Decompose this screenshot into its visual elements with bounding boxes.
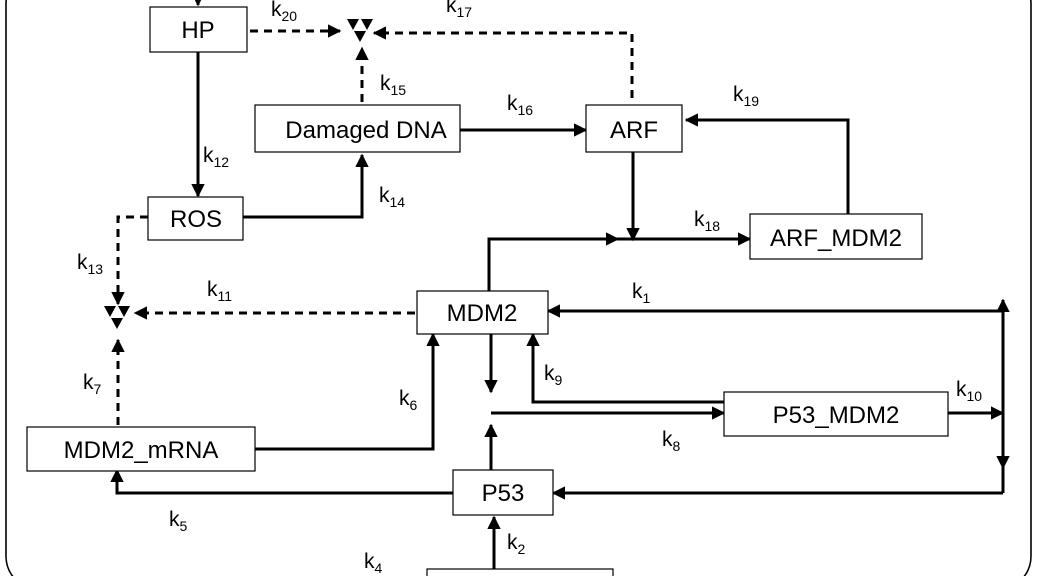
- edge-k17: [372, 26, 634, 98]
- node-hp-label: HP: [181, 17, 214, 44]
- rate-k13: k13: [77, 251, 103, 277]
- node-hp: HP: [149, 6, 248, 53]
- node-p53-mdm2-label: P53_MDM2: [773, 402, 900, 429]
- node-arf: ARF: [585, 104, 683, 153]
- edge-k13: [111, 215, 148, 306]
- rate-k19: k19: [733, 83, 759, 109]
- node-damaged-dna-label: Damaged DNA: [285, 117, 446, 144]
- rate-k11: k11: [207, 278, 232, 304]
- rate-k17: k17: [446, 0, 472, 20]
- rate-k12: k12: [203, 144, 229, 170]
- node-bottom-partial: [426, 568, 614, 576]
- edge-k6: [255, 332, 440, 451]
- node-mdm2-mrna: MDM2_mRNA: [26, 426, 256, 472]
- node-mdm2-label: MDM2: [447, 300, 518, 327]
- degradation-sink-left: [104, 306, 130, 329]
- edge-k5: [110, 468, 453, 495]
- node-ros: ROS: [147, 196, 244, 241]
- node-arf-label: ARF: [610, 117, 658, 144]
- edge-k9: [526, 332, 724, 404]
- edge-k14: [243, 153, 369, 219]
- rate-k4: k4: [364, 550, 383, 576]
- rate-k6: k6: [399, 387, 418, 413]
- degradation-sink-top: [347, 19, 373, 42]
- rate-k10: k10: [956, 378, 982, 404]
- edge-mdm2-to-complex: [487, 232, 620, 293]
- rate-k7: k7: [83, 371, 102, 397]
- rate-k9: k9: [544, 362, 563, 388]
- rate-k2: k2: [507, 531, 526, 557]
- rate-k8: k8: [662, 428, 681, 454]
- node-p53-mdm2: P53_MDM2: [723, 391, 949, 437]
- rate-k5: k5: [169, 508, 188, 534]
- edge-k1: [546, 300, 1005, 318]
- node-arf-mdm2-label: ARF_MDM2: [770, 225, 902, 252]
- outer-frame: [5, 0, 1032, 576]
- rate-k18: k18: [694, 208, 720, 234]
- node-damaged-dna: Damaged DNA: [254, 104, 461, 153]
- rate-k16: k16: [507, 92, 533, 118]
- rate-k15: k15: [380, 72, 406, 98]
- rate-k20: k20: [271, 0, 297, 24]
- node-ros-label: ROS: [170, 206, 222, 233]
- node-p53: P53: [452, 469, 554, 516]
- node-arf-mdm2: ARF_MDM2: [749, 213, 923, 260]
- rate-k14: k14: [379, 184, 405, 210]
- node-p53-label: P53: [482, 480, 525, 507]
- node-mdm2-mrna-label: MDM2_mRNA: [64, 437, 219, 464]
- rate-k1: k1: [632, 280, 651, 306]
- node-mdm2: MDM2: [416, 290, 549, 335]
- edge-k19: [684, 113, 850, 214]
